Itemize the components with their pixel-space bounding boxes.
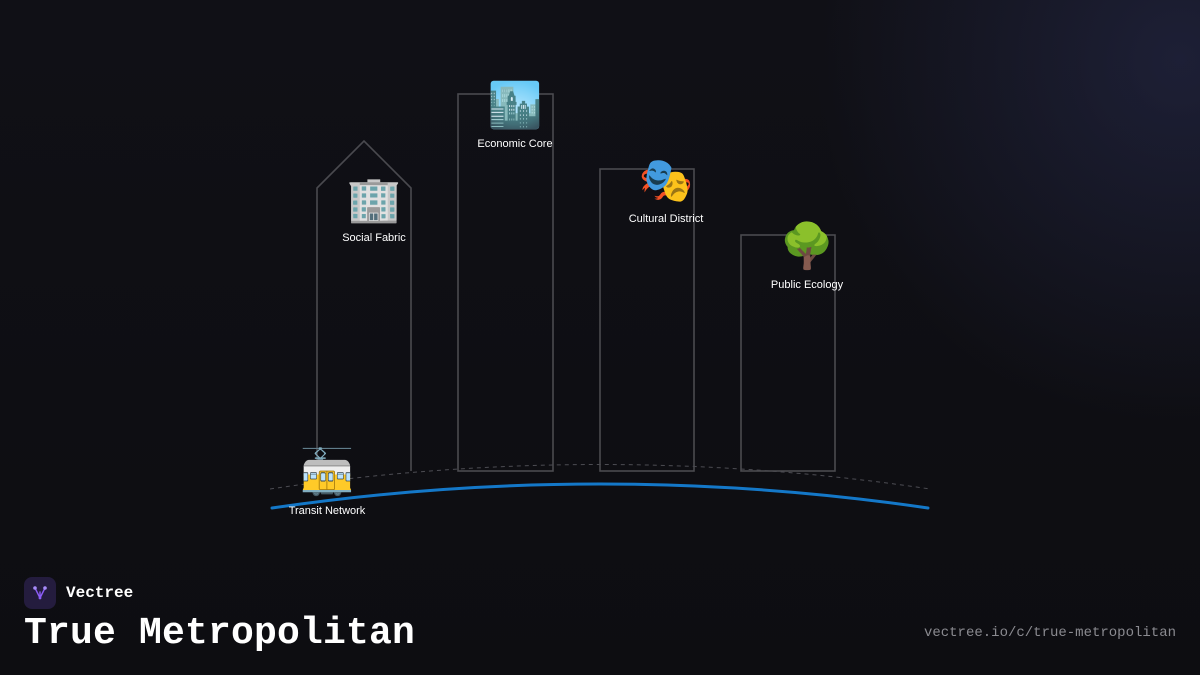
brand[interactable]: Vectree xyxy=(24,577,133,609)
theater-masks-icon: 🎭 xyxy=(638,155,694,206)
node-economic-core[interactable]: 🏙️ Economic Core xyxy=(435,81,595,151)
cultural-district-building xyxy=(599,168,695,472)
tram-icon: 🚋 xyxy=(299,447,355,498)
node-label: Social Fabric xyxy=(342,232,406,244)
node-social-fabric[interactable]: 🏢 Social Fabric xyxy=(294,175,454,245)
social-fabric-building xyxy=(316,139,412,471)
vectree-tree-logo-icon xyxy=(33,586,47,600)
page-url[interactable]: vectree.io/c/true-metropolitan xyxy=(923,625,1176,641)
vectree-logo xyxy=(24,577,56,609)
node-cultural-district[interactable]: 🎭 Cultural District xyxy=(586,156,746,226)
office-building-icon: 🏢 xyxy=(346,174,402,225)
public-ecology-building xyxy=(740,234,836,472)
economic-core-building xyxy=(457,93,554,472)
node-label: Cultural District xyxy=(628,213,704,225)
brand-name: Vectree xyxy=(66,584,134,602)
node-transit-network[interactable]: 🚋 Transit Network xyxy=(247,448,407,518)
transit-network-line xyxy=(270,482,930,510)
node-label: Public Ecology xyxy=(770,279,844,291)
node-label: Transit Network xyxy=(288,505,366,517)
page-title: True Metropolitan xyxy=(24,612,416,655)
node-label: Economic Core xyxy=(477,138,553,150)
tree-icon: 🌳 xyxy=(779,221,835,272)
node-public-ecology[interactable]: 🌳 Public Ecology xyxy=(727,222,887,292)
cityscape-icon: 🏙️ xyxy=(487,80,543,131)
